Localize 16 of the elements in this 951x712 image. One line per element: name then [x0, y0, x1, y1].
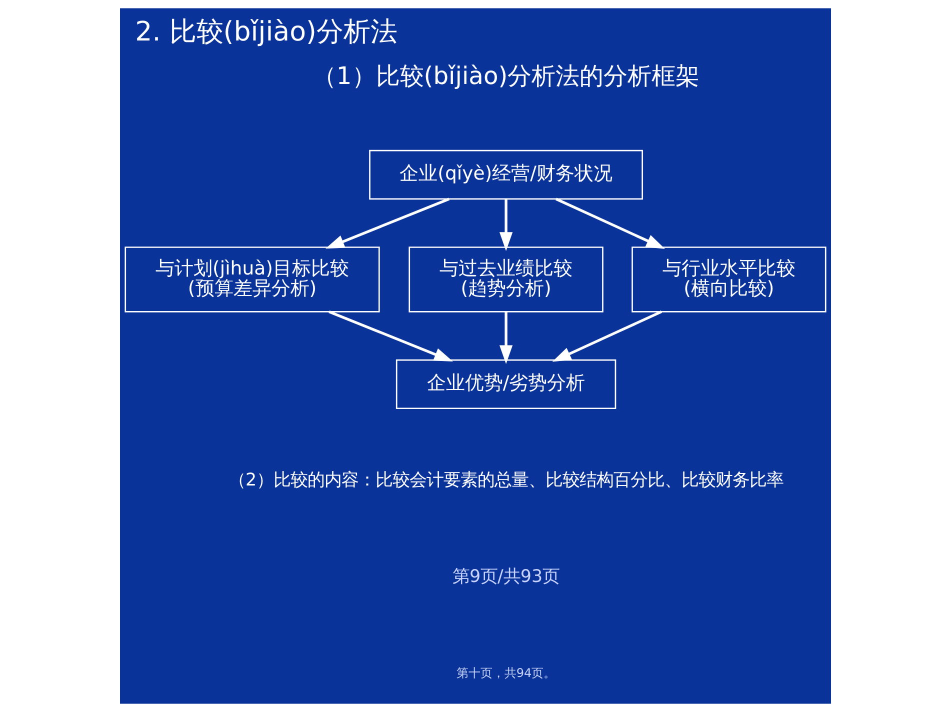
arrow — [328, 310, 453, 362]
label: （1）比较(bǐjiào)分析法的分析框架 — [312, 62, 700, 90]
arrow — [499, 312, 513, 364]
label: （2）比较的内容：比较会计要素的总量、比较结构百分比、比较财务比率 — [228, 470, 784, 490]
node-box: 与过去业绩比较 (趋势分析) — [408, 246, 604, 312]
arrow — [499, 199, 513, 251]
node-box: 企业(qǐyè)经营/财务状况 — [369, 150, 644, 200]
node-box: 与计划(jìhuà)目标比较 (预算差异分析) — [124, 246, 380, 312]
arrow — [325, 198, 450, 249]
node-box: 与行业水平比较 (横向比较) — [632, 246, 826, 312]
node-box: 企业优势/劣势分析 — [396, 359, 616, 410]
label: 第9页/共93页 — [452, 567, 560, 588]
diagram-title: 2. 比较(bǐjiào)分析法 — [135, 16, 398, 48]
arrow — [552, 310, 662, 362]
label: 第十页，共94页。 — [456, 666, 556, 680]
arrow — [556, 198, 666, 249]
